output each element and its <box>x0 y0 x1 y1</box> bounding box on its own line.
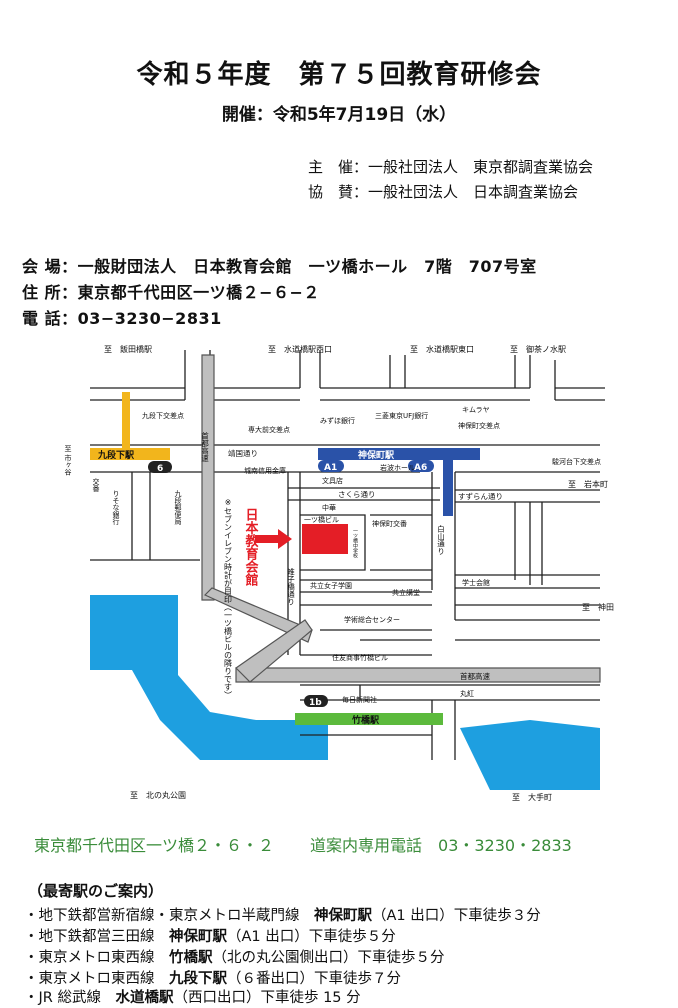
access-line: ・地下鉄都営三田線 <box>24 929 169 945</box>
lm-kudanshita-kosaten: 九段下交差点 <box>142 411 184 420</box>
dir-jimbo: 至 神田 <box>582 602 614 612</box>
footer-address: 東京都千代田区一ツ橋２・６・２ <box>34 836 275 855</box>
street-suzuran: すずらん通り <box>458 491 503 501</box>
expressway-branch <box>235 619 313 683</box>
lm-kudan-post: 九段郵便局 <box>174 489 182 526</box>
dir-suidobashi-east: 至 水道橋駅東口 <box>410 344 474 354</box>
access-item: ・JR 総武線 水道橋駅（西口出口）下車徒歩 15 分 <box>24 986 361 1007</box>
lm-gakushi: 学士会館 <box>462 578 490 587</box>
lm-jimbo-kosaten: 神保町交差点 <box>458 421 500 430</box>
street-hitotsubashi: 雉子橋通り <box>286 567 295 606</box>
access-line: ・東京メトロ東西線 <box>24 950 169 966</box>
venue-phone: 電 話：03−3230−2831 <box>22 309 222 328</box>
dir-suidobashi-west: 至 水道橋駅西口 <box>268 344 332 354</box>
access-item: ・東京メトロ東西線 九段下駅（６番出口）下車徒歩７分 <box>24 967 401 988</box>
access-detail: （西口出口）下車徒歩 15 分 <box>173 990 361 1006</box>
bar-takebashi <box>295 713 443 725</box>
lm-jimbo-koban: 神保町交番 <box>372 519 407 528</box>
access-detail: （６番出口）下車徒歩７分 <box>227 971 401 987</box>
lm-hitotsubashi-bldg: 一ツ橋ビル <box>304 515 339 524</box>
station-jimbocho-label: 神保町駅 <box>358 449 395 461</box>
access-station: 神保町駅 <box>314 908 372 924</box>
venue-building <box>302 524 348 554</box>
street-sakura: さくら通り <box>338 489 376 499</box>
venue-note-vertical: ※セブンイレブン時計が目印（一ツ橋ビルの隣りです） <box>224 498 233 699</box>
lm-kimuraya: キムラヤ <box>462 406 490 414</box>
street-shuto-horizontal: 首都高速 <box>460 671 490 681</box>
lm-mufg: 三菱東京UFJ銀行 <box>375 411 428 420</box>
footer-guide-phone: 道案内専用電話 03・3230・2833 <box>310 836 572 855</box>
organizer-host: 主 催：一般社団法人 東京都調査業協会 <box>308 158 594 176</box>
lm-shinkin: 城南信用金庫 <box>244 466 286 475</box>
venue-name-vertical: 日本教育会館 <box>243 508 260 587</box>
access-item: ・地下鉄都営三田線 神保町駅（A1 出口）下車徒歩５分 <box>24 925 396 946</box>
access-heading: （最寄駅のご案内） <box>28 882 164 900</box>
lm-hitotsubashi-side: 一ツ橋中学校 <box>352 528 358 559</box>
lm-mainichi: 毎日新聞社 <box>342 695 377 704</box>
venue-address: 住 所：東京都千代田区一ツ橋２−６−２ <box>22 283 320 302</box>
access-item: ・地下鉄都営新宿線・東京メトロ半蔵門線 神保町駅（A1 出口）下車徒歩３分 <box>24 904 541 925</box>
lm-bungu: 文具店 <box>322 476 343 485</box>
dir-otemachi: 至 大手町 <box>512 792 552 802</box>
station-kudanshita-label: 九段下駅 <box>97 449 135 461</box>
exit-a1: A1 <box>324 463 337 473</box>
venue-place: 会 場：一般財団法人 日本教育会館 一ツ橋ホール 7階 707号室 <box>22 257 537 276</box>
lm-senshu: 専大前交差点 <box>248 425 290 434</box>
bar-jimbocho <box>318 448 480 460</box>
moat-water-east <box>460 720 600 790</box>
bar-kudanshita <box>90 448 170 460</box>
venue-arrow <box>255 529 292 549</box>
dir-ichigaya: 至 市ヶ谷 <box>64 445 72 476</box>
access-station: 九段下駅 <box>169 971 227 987</box>
lm-kyoritsu-hall: 共立講堂 <box>392 588 420 597</box>
access-item: ・東京メトロ東西線 竹橋駅（北の丸公園側出口）下車徒歩５分 <box>24 946 445 967</box>
moat-water <box>90 595 328 760</box>
exit-6: 6 <box>157 464 163 474</box>
expressway-horizontal <box>235 667 601 683</box>
exit-1b: 1b <box>309 698 322 708</box>
exit-a6: A6 <box>414 463 427 473</box>
street-yasukuni: 靖国通り <box>228 448 258 458</box>
event-date: 開催：令和5年7月19日（水） <box>221 105 457 125</box>
lm-marubeni: 丸紅 <box>460 689 474 698</box>
lm-mizuho: みずほ銀行 <box>320 416 355 425</box>
access-station: 水道橋駅 <box>115 990 174 1006</box>
lm-iwanami: 岩波ホール <box>380 463 415 472</box>
dir-ochanomizu: 至 御茶ノ水駅 <box>510 344 566 354</box>
access-map: 九段下駅 神保町駅 竹橋駅 6 A1 A6 1b 至 飯田橋駅 至 水道橋駅西口… <box>64 344 614 802</box>
lm-sumitomo: 住友商事竹橋ビル <box>332 653 388 662</box>
access-line: ・東京メトロ東西線 <box>24 971 169 987</box>
lm-surugadai: 駿河台下交差点 <box>552 457 601 466</box>
lm-koban-left: 交番 <box>92 477 100 493</box>
access-detail: （A1 出口）下車徒歩５分 <box>227 929 396 945</box>
lm-chuka: 中華 <box>322 503 336 512</box>
lm-resona: りそな銀行 <box>112 490 120 526</box>
dir-iidabashi: 至 飯田橋駅 <box>104 344 152 354</box>
access-detail: （A1 出口）下車徒歩３分 <box>372 908 541 924</box>
street-shuto-vertical: 首都高速 <box>200 431 209 464</box>
page-title: 令和５年度 第７５回教育研修会 <box>136 60 542 90</box>
street-hakusan: 白山通り <box>436 524 445 556</box>
access-station: 神保町駅 <box>169 929 227 945</box>
lm-gakujutsu: 学術総合センター <box>344 615 400 624</box>
access-line: ・JR 総武線 <box>24 990 116 1006</box>
dir-iwamotocho: 至 岩本町 <box>568 479 608 489</box>
organizer-sponsor: 協 賛：一般社団法人 日本調査業協会 <box>308 183 579 201</box>
station-takebashi-label: 竹橋駅 <box>351 714 380 726</box>
dir-kitanomaru: 至 北の丸公園 <box>130 790 186 800</box>
line-jimbocho <box>443 448 453 516</box>
expressway-vertical <box>201 354 215 601</box>
access-detail: （北の丸公園側出口）下車徒歩５分 <box>212 950 445 966</box>
footer-line: 東京都千代田区一ツ橋２・６・２ 道案内専用電話 03・3230・2833 <box>34 832 572 856</box>
lm-kyoritsu: 共立女子学園 <box>310 581 352 590</box>
access-station: 竹橋駅 <box>169 950 213 966</box>
access-line: ・地下鉄都営新宿線・東京メトロ半蔵門線 <box>24 908 314 924</box>
line-kudanshita <box>122 392 130 457</box>
